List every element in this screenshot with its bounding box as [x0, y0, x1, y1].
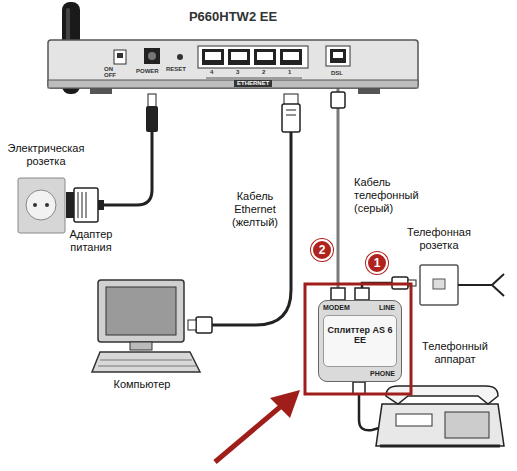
- power-outlet-part: [45, 203, 49, 207]
- highlight-frame-part: [215, 402, 286, 462]
- ethernet-cable-part: [188, 320, 196, 330]
- power-adapter-part: [66, 192, 74, 218]
- phone-socket-part: [420, 265, 458, 305]
- power-outlet-part: [33, 203, 37, 207]
- router-ports-part: [114, 50, 126, 64]
- power-outlet-part: [26, 190, 56, 220]
- part-label: Электрическая розетка: [0, 142, 92, 168]
- router-box: P660HTW2 EE: [48, 40, 418, 88]
- telephone-part: [376, 404, 504, 446]
- callout-number: 1: [366, 252, 388, 274]
- computer-part: [100, 360, 192, 361]
- router-ports-part: [177, 54, 183, 60]
- telephone-part: [353, 382, 365, 394]
- router-ports-part: [257, 52, 273, 60]
- power-cable-part: [148, 94, 156, 108]
- router-body-part: [358, 88, 380, 94]
- router-body-part: [48, 40, 418, 88]
- ethernet-cable-part: [286, 110, 296, 111]
- router-ports-part: [117, 53, 123, 58]
- computer: [92, 280, 200, 372]
- computer-part: [98, 280, 184, 342]
- router-ports-part: [206, 78, 302, 79]
- router-ports-part: [205, 52, 221, 60]
- highlight-frame: [215, 284, 411, 462]
- phone-cable: [337, 88, 340, 300]
- power-cable-part: [146, 106, 158, 132]
- router-ports-part: [228, 49, 250, 65]
- power-adapter-part: [98, 200, 104, 210]
- router-ports-part: [330, 49, 346, 63]
- ethernet-cable-part: [210, 132, 291, 325]
- port-label: RESET: [166, 66, 186, 73]
- router-body-part: [90, 88, 112, 94]
- part-label: Кабель Ethernet (желтый): [224, 190, 286, 230]
- computer-part: [92, 352, 200, 372]
- ethernet-cable-part: [196, 317, 212, 333]
- phone-line-cable-part: [331, 92, 345, 108]
- device-title: P660HTW2 EE: [138, 10, 328, 25]
- power-adapter-part: [82, 192, 83, 218]
- port-label: 3: [236, 69, 239, 76]
- router-ports-part: [148, 52, 156, 60]
- power-adapter-part: [74, 188, 98, 222]
- ethernet-cable: [188, 94, 300, 333]
- ethernet-cable-part: [282, 104, 300, 132]
- computer-part: [130, 342, 152, 350]
- power-cable: [102, 94, 158, 205]
- router-ports-part: [144, 48, 160, 64]
- part-label: Телефонная розетка: [396, 226, 482, 252]
- power-adapter: [66, 188, 104, 222]
- splitter-label: PHONE: [370, 370, 395, 378]
- phone-line-cable-part: [355, 288, 369, 300]
- callout-number: 2: [311, 239, 333, 261]
- router-body-part: [48, 80, 418, 88]
- power-outlet: [18, 178, 65, 233]
- splitter-label: MODEM: [323, 304, 350, 312]
- port-label: ETHERNET: [234, 80, 272, 87]
- port-label: 2: [262, 69, 265, 76]
- telephone-part: [380, 445, 500, 448]
- part-label: Компьютер: [100, 378, 184, 391]
- computer-part: [98, 366, 196, 367]
- port-label: POWER: [136, 68, 159, 75]
- router-ports-part: [198, 46, 308, 68]
- router-ports-part: [231, 52, 247, 60]
- router-ports: [114, 46, 350, 78]
- port-label: 4: [210, 69, 213, 76]
- port-label: 1: [288, 69, 291, 76]
- computer-part: [106, 287, 176, 335]
- highlight-frame-part: [270, 390, 300, 418]
- ethernet-cable-part: [286, 115, 296, 116]
- phone-socket-part: [433, 279, 445, 289]
- splitter-label: Сплиттер AS 6 EE: [325, 325, 395, 346]
- part-label: Телефонный аппарат: [412, 340, 498, 366]
- router-ports-part: [202, 49, 224, 65]
- telephone-part: [445, 412, 489, 438]
- splitter-label: LINE: [379, 304, 395, 312]
- part-label: Кабель телефонный (серый): [354, 176, 426, 216]
- router-ports-part: [333, 52, 343, 58]
- power-outlet-part: [18, 178, 65, 233]
- telephone: [353, 382, 504, 446]
- splitter-box: MODEM LINE Сплиттер AS 6 EE PHONE: [318, 300, 402, 382]
- power-cable-part: [102, 130, 152, 205]
- power-adapter-part: [78, 192, 79, 218]
- router-ports-part: [326, 46, 350, 66]
- router-body: [48, 40, 418, 94]
- router-ports-part: [283, 52, 299, 60]
- part-label: Адаптер питания: [58, 228, 124, 254]
- phone-socket-part: [458, 274, 504, 296]
- highlight-frame-part: [305, 284, 411, 394]
- port-label: OFF: [104, 72, 116, 79]
- telephone-part: [396, 414, 432, 426]
- phone-line-cable-part: [331, 288, 345, 300]
- port-label: DSL: [331, 70, 343, 77]
- router-ports-part: [280, 49, 302, 65]
- router-ports-part: [254, 49, 276, 65]
- power-adapter-part: [86, 192, 87, 218]
- phone-socket: [420, 265, 504, 305]
